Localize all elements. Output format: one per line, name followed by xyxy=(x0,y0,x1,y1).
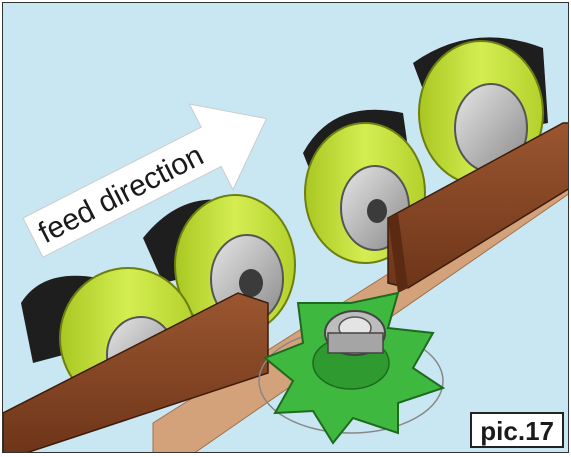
feeder-illustration: feed direction xyxy=(3,3,569,453)
illustration-frame: feed direction pic.17 xyxy=(2,2,569,453)
figure-caption: pic.17 xyxy=(470,412,564,448)
